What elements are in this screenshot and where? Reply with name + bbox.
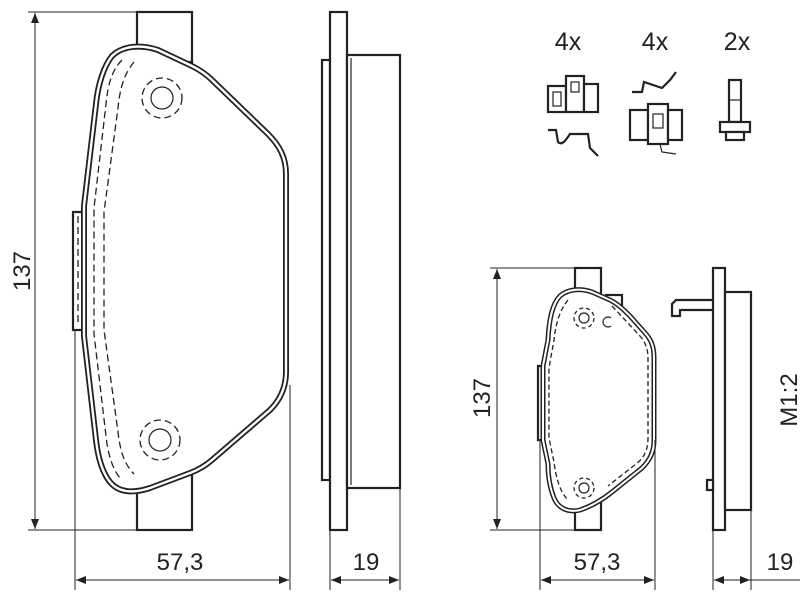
small-side-thickness-label: 19 (767, 549, 794, 576)
clip-a-part (582, 82, 600, 114)
small-pad-inner-dashed-edge (607, 305, 649, 487)
large-pad-chamfer-line-2 (103, 61, 135, 475)
small-pad-height-dimension: 137 (469, 267, 575, 531)
clip-b-part (628, 108, 650, 142)
large-side-shim (320, 58, 332, 482)
large-pad-bottom-hole (148, 428, 172, 452)
clip-b-part (666, 108, 684, 142)
small-pad-front-view (536, 266, 657, 532)
clip-a-part (546, 84, 568, 114)
scale-label: M1:2 (776, 373, 800, 426)
large-pad-width-dimension: 57,3 (74, 330, 291, 590)
bolt-quantity: 2x (724, 28, 751, 56)
small-pad-outline-inner (542, 288, 655, 512)
small-pad-top-hole (578, 312, 590, 324)
clip-a-spring (548, 128, 599, 157)
small-side-clip (670, 298, 713, 318)
small-pad-sensor-mark (602, 316, 612, 328)
clip-b-detail (652, 113, 664, 129)
large-side-backing-plate (328, 10, 349, 532)
large-pad-outline-inner (82, 45, 288, 493)
clip-b-part (646, 102, 670, 146)
large-pad-top-hole-outer (141, 77, 183, 119)
large-side-thickness-dimension: 19 (329, 488, 401, 590)
large-pad-width-label: 57,3 (157, 549, 204, 576)
large-side-thickness-label: 19 (353, 549, 380, 576)
small-side-thickness-dimension: 19 (712, 510, 800, 590)
large-pad-top-hole (150, 86, 174, 110)
small-pad-top-hole-outer (573, 307, 595, 329)
accessory-bolt: 2x (718, 28, 752, 142)
clip-b-spring (632, 71, 677, 94)
large-pad-front-view (71, 10, 289, 532)
small-pad-width-label: 57,3 (574, 549, 621, 576)
large-pad-bottom-hole-outer (139, 419, 181, 461)
large-pad-chamfer-line-1 (93, 59, 123, 479)
small-side-notch (705, 478, 715, 492)
large-pad-height-label: 137 (9, 251, 36, 291)
small-pad-chamfer-line (548, 299, 569, 501)
large-side-friction-block (345, 53, 402, 490)
accessory-clip-b: 4x (628, 28, 684, 155)
large-pad-height-dimension: 137 (9, 11, 137, 531)
bolt-shaft (727, 78, 743, 124)
clip-a-quantity: 4x (555, 28, 582, 56)
large-pad-outline (81, 43, 289, 495)
small-pad-height-label: 137 (469, 378, 496, 418)
large-pad-side-view (320, 10, 402, 532)
accessory-clip-a: 4x (546, 28, 600, 157)
small-pad-bottom-hole (578, 482, 590, 494)
clip-a-detail (570, 81, 580, 93)
clip-b-tail (659, 143, 677, 155)
bolt-head (718, 120, 752, 134)
bolt-collar (724, 130, 746, 142)
clip-b-quantity: 4x (642, 28, 669, 56)
small-side-backing-plate (711, 266, 727, 532)
small-side-friction-block (723, 290, 753, 512)
small-pad-bottom-hole-outer (573, 477, 595, 499)
small-pad-width-dimension: 57,3 (539, 440, 656, 590)
small-pad-side-view: M1:2 (670, 266, 800, 532)
clip-a-detail (552, 91, 562, 107)
